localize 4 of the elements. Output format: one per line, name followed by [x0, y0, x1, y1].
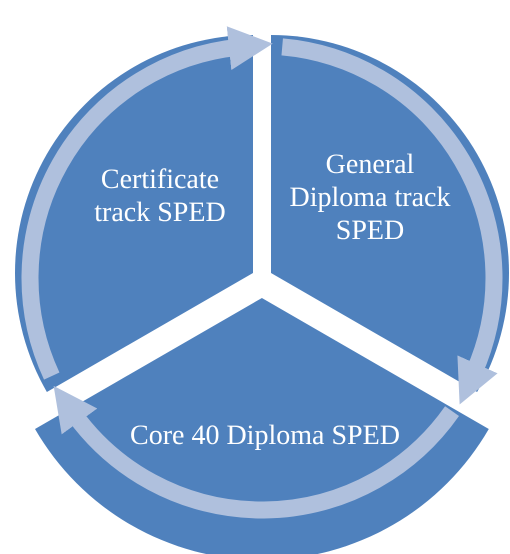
curved-arrow	[52, 387, 459, 518]
segment-label: General Diploma track SPED	[288, 148, 452, 246]
segment-label: Certificate track SPED	[93, 163, 227, 229]
segment-label: Core 40 Diploma SPED	[129, 418, 401, 452]
